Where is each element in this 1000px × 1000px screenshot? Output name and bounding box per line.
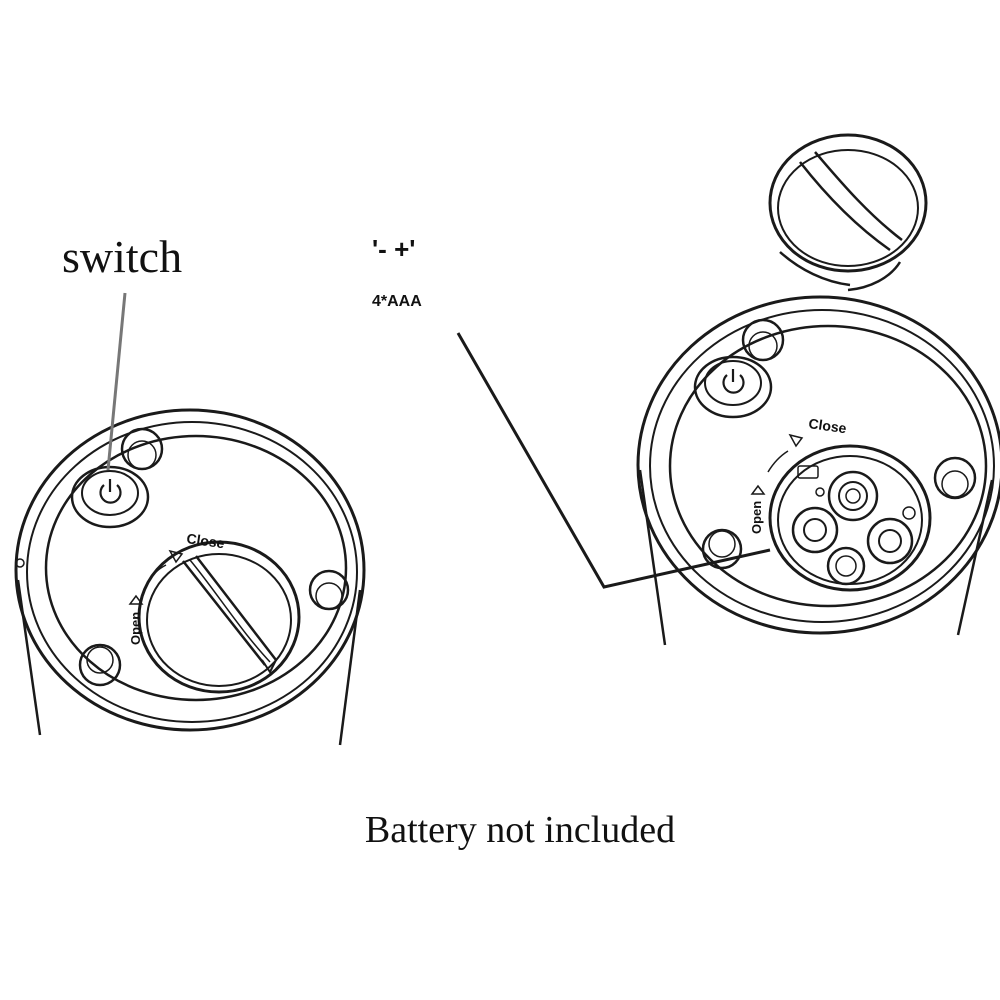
right-screw-post-right bbox=[933, 456, 977, 500]
battery-contact-clip bbox=[797, 465, 819, 479]
polarity-label: '- +' bbox=[372, 234, 415, 264]
right-open-close-markings: Open Close bbox=[749, 415, 848, 534]
left-screw-post-bottom bbox=[78, 643, 122, 687]
right-body-side-right bbox=[956, 479, 994, 636]
battery-slot-left bbox=[791, 506, 839, 554]
right-screw-post-bottom bbox=[701, 528, 743, 570]
left-power-switch-icon bbox=[70, 465, 150, 529]
battery-compartment bbox=[768, 444, 932, 592]
switch-label: switch bbox=[62, 231, 182, 282]
battery-slot-top bbox=[827, 470, 879, 522]
right-device-open: Open Close bbox=[636, 133, 1000, 646]
battery-contact-spring bbox=[815, 487, 825, 497]
left-rim-notch bbox=[15, 558, 25, 568]
left-open-close-markings: Open Close bbox=[128, 530, 226, 645]
removed-battery-cap bbox=[768, 133, 928, 292]
battery-contact-right bbox=[902, 506, 916, 520]
battery-leader-line bbox=[456, 332, 771, 589]
left-rim-groove bbox=[26, 421, 358, 723]
left-open-label: Open bbox=[128, 612, 143, 645]
footer-caption: Battery not included bbox=[365, 809, 675, 851]
right-open-label: Open bbox=[749, 501, 764, 534]
left-outer-rim bbox=[14, 408, 366, 732]
left-battery-cover bbox=[137, 540, 301, 694]
left-screw-post-right bbox=[308, 569, 350, 611]
switch-leader-line bbox=[106, 292, 127, 471]
right-rim-groove bbox=[649, 309, 995, 623]
battery-spec-label: 4*AAA bbox=[372, 293, 422, 310]
right-outer-rim bbox=[636, 295, 1000, 635]
right-body-side-left bbox=[638, 469, 667, 646]
right-inner-well bbox=[668, 324, 988, 608]
left-device-closed: Open Close bbox=[14, 408, 366, 746]
right-power-switch-icon bbox=[693, 355, 773, 419]
right-screw-post-top bbox=[741, 318, 785, 362]
left-screw-post-top bbox=[120, 427, 164, 471]
left-inner-well bbox=[44, 434, 348, 702]
right-close-label: Close bbox=[808, 415, 848, 436]
battery-slot-bottom bbox=[826, 546, 866, 586]
left-close-label: Close bbox=[186, 530, 226, 551]
battery-slot-right bbox=[866, 517, 914, 565]
